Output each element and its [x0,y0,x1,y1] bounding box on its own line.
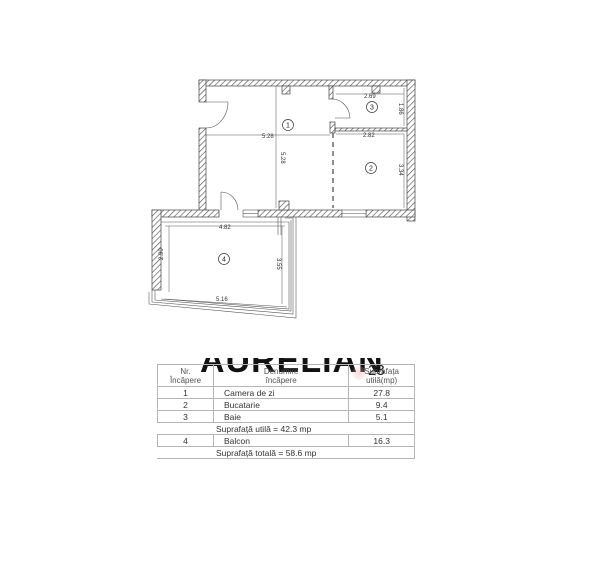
header-area: Suprafața utilă(mp) [348,364,415,387]
row-nr: 3 [156,410,215,423]
header-area-line1: Suprafața [364,366,399,376]
svg-text:4: 4 [222,257,226,264]
row-nr: 4 [156,434,215,447]
table-row: 2 Bucatarie 9.4 [156,398,415,411]
subtotal-row: Suprafață utilă = 42.3 mp [157,422,415,435]
balcony [148,209,297,319]
row-area: 27.8 [348,386,415,399]
dim-room1-height: 5.28 [279,152,285,164]
row-name: Balcon [213,434,350,447]
dim-balcony-top: 4.82 [219,225,231,231]
windows [242,209,367,218]
row-nr: 1 [156,386,215,399]
row-area: 16.3 [348,434,415,447]
table-header: Nr. Încăpere Denumire încăpere Suprafața… [156,364,415,387]
row-name: Bucatarie [213,398,350,411]
row-area: 9.4 [348,398,415,411]
row-name: Camera de zi [213,386,350,399]
table-row: 4 Balcon 16.3 [156,434,415,447]
row-area: 5.1 [348,410,415,423]
dim-balcony-bottom: 5.16 [216,297,228,303]
header-name: Denumire încăpere [213,364,350,387]
header-area-line2: utilă(mp) [366,375,398,385]
room-label-1: 1 [282,119,294,131]
header-nr-line1: Nr. [180,366,191,376]
dim-balcony-right: 3.55 [275,258,281,270]
header-name-line2: încăpere [265,375,297,385]
dim-room3-height: 1.86 [397,103,403,115]
row-nr: 2 [156,398,215,411]
room-schedule: Nr. Încăpere Denumire încăpere Suprafața… [156,364,415,459]
row-name: Baie [213,410,350,423]
header-name-line1: Denumire [263,366,299,376]
total-text: Suprafață totală = 58.6 mp [157,446,415,459]
svg-text:2: 2 [369,166,373,173]
dim-balcony-left: 2.90 [159,248,165,260]
doors [205,98,351,211]
room-label-2: 2 [365,162,377,174]
room-label-3: 3 [366,101,378,113]
room-label-4: 4 [218,253,230,265]
dim-room1-width: 5.28 [262,134,274,140]
dim-room3-width: 2.69 [364,94,376,100]
subtotal-text: Suprafață utilă = 42.3 mp [157,422,415,435]
apartment-walls [151,79,416,222]
svg-text:1: 1 [286,123,290,130]
svg-text:3: 3 [370,105,374,112]
total-row: Suprafață totală = 58.6 mp [157,446,415,459]
header-nr-line2: Încăpere [169,375,202,385]
dimension-lines [163,86,405,308]
header-nr: Nr. Încăpere [156,364,215,387]
table-row: 1 Camera de zi 27.8 [156,386,415,399]
dim-room2-width: 2.82 [363,133,375,139]
dim-room2-height: 3.34 [397,164,403,176]
table-row: 3 Baie 5.1 [156,410,415,423]
